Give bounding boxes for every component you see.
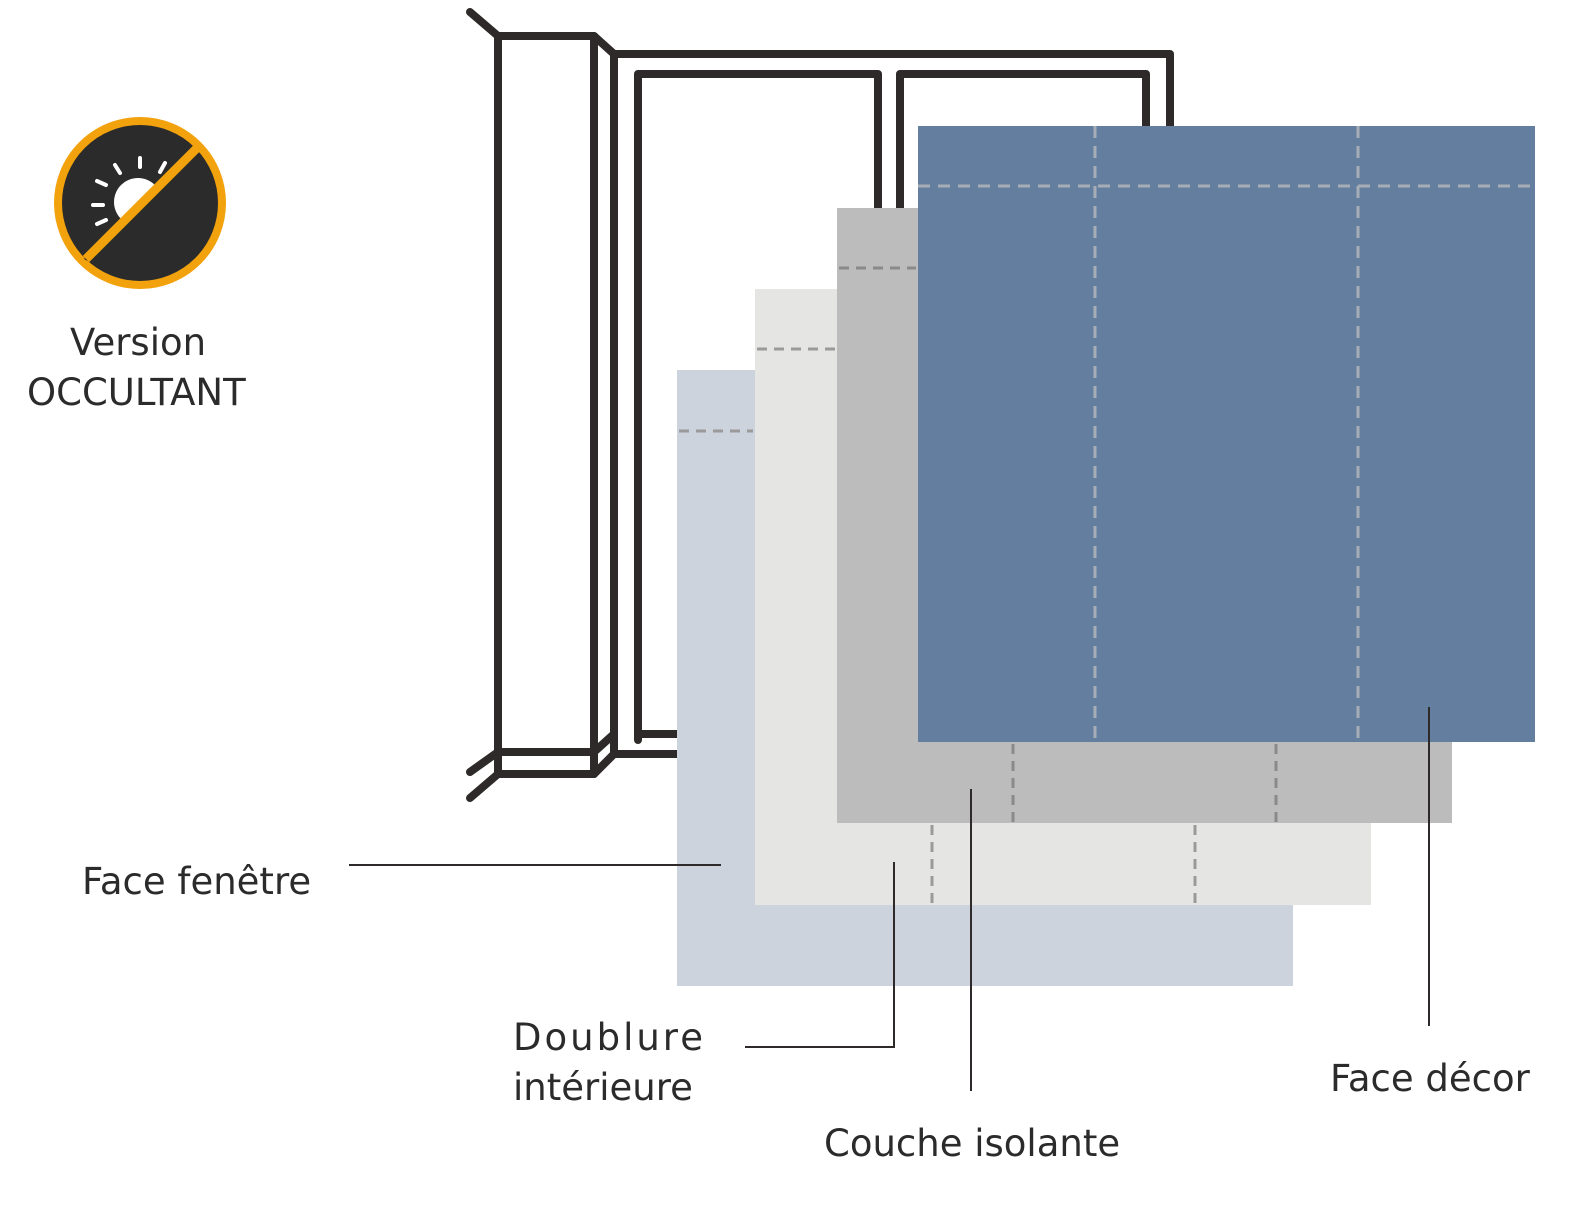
window-frame bbox=[466, 8, 1174, 802]
badge-line1: Version bbox=[70, 321, 207, 364]
label-doublure-line1: Doublure bbox=[513, 1016, 706, 1059]
label-face-fenetre: Face fenêtre bbox=[82, 860, 312, 903]
no-sun-icon bbox=[54, 117, 226, 289]
badge-line2: OCCULTANT bbox=[27, 371, 246, 414]
leader-lines bbox=[349, 707, 1430, 1091]
label-doublure-line2: intérieure bbox=[513, 1066, 693, 1109]
label-couche-isolante: Couche isolante bbox=[824, 1122, 1121, 1165]
label-face-decor: Face décor bbox=[1330, 1057, 1530, 1100]
layer-face-decor bbox=[918, 126, 1535, 742]
